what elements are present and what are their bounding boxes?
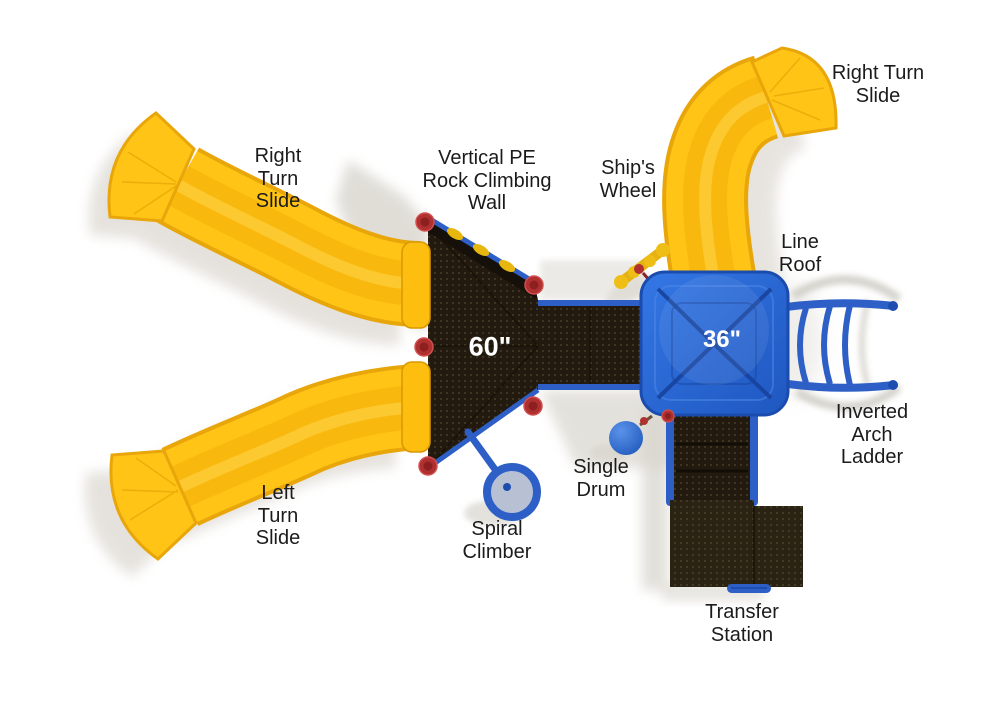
spiral-climber-graphic (464, 428, 541, 521)
main-deck-60in (426, 223, 540, 471)
connector-knob (418, 456, 438, 476)
transfer-station-graphic (666, 410, 803, 593)
connector-knobs (414, 212, 675, 476)
slide-hood (401, 241, 431, 329)
deck-size-label: 60" (468, 331, 512, 362)
left-turn-slide-graphic (109, 364, 423, 561)
ships-wheel-graphic (614, 243, 670, 289)
label-single-drum: Single Drum (573, 456, 629, 501)
climbing-hold (446, 227, 464, 241)
label-spiral-climber: Spiral Climber (462, 518, 532, 563)
square-roof-36in (639, 270, 790, 417)
right-turn-slide-top-graphic (662, 46, 838, 290)
inverted-arch-ladder-graphic (782, 275, 902, 412)
right-turn-slide-left-graphic (107, 111, 422, 327)
label-line-roof: Line Roof (778, 231, 822, 276)
label-transfer-station: Transfer Station (705, 601, 779, 646)
rock-climbing-wall-graphic (423, 213, 538, 300)
slide-hood (401, 361, 431, 453)
label-right-turn-slide-top: Right Turn Slide (831, 62, 925, 107)
label-right-turn-slide-left: Right Turn Slide (254, 145, 302, 213)
connector-knob (524, 275, 544, 295)
label-left-turn-slide: Left Turn Slide (255, 482, 301, 550)
single-drum-graphic (609, 414, 653, 455)
label-vertical-pe-rock-climbing-wall: Vertical PE Rock Climbing Wall (422, 147, 552, 215)
bridge-walkway (538, 300, 644, 390)
roof-size-label: 36" (702, 326, 742, 353)
climbing-hold (472, 243, 490, 257)
connector-knob (414, 337, 434, 357)
climbing-hold (498, 259, 516, 273)
label-inverted-arch-ladder: Inverted Arch Ladder (835, 401, 909, 469)
connector-knob (523, 396, 543, 416)
connector-knob (415, 212, 435, 232)
connector-knob (661, 409, 675, 423)
label-ships-wheel: Ship's Wheel (599, 157, 657, 202)
